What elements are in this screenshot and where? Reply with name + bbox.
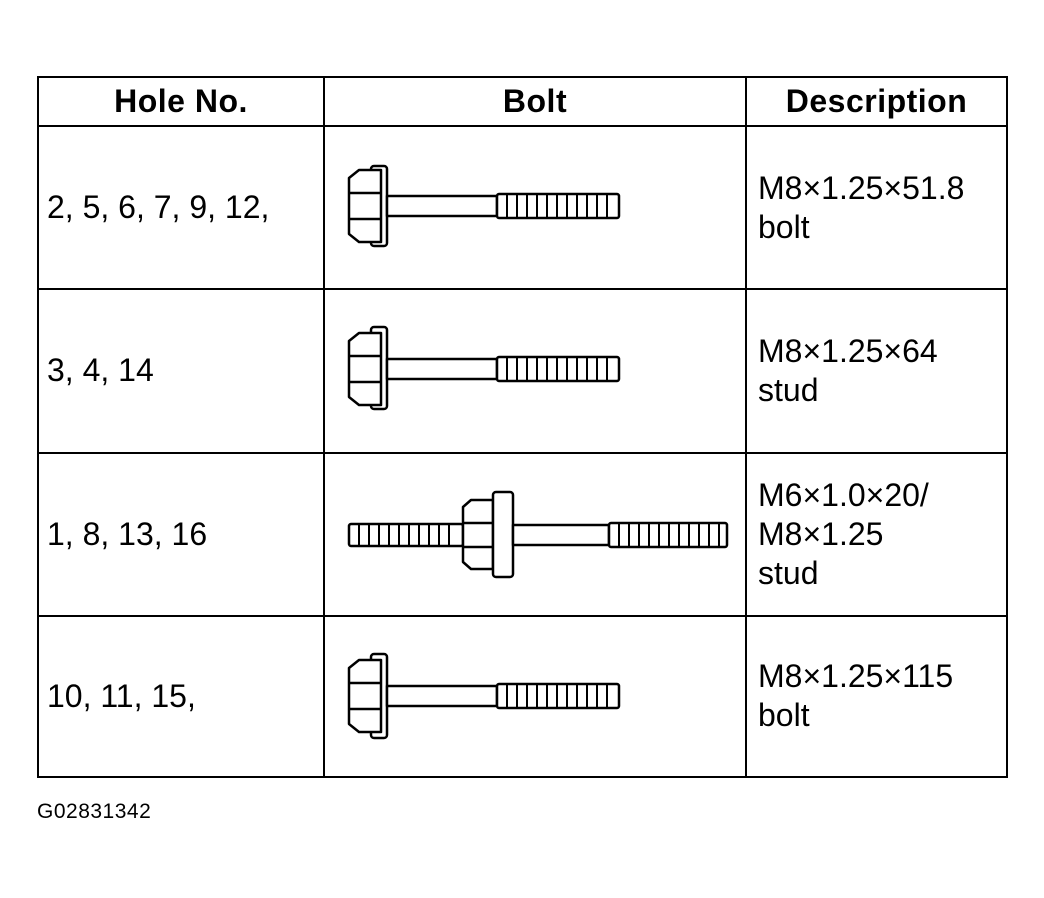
long-flange-bolt-icon bbox=[347, 652, 621, 740]
table-row: 1, 8, 13, 16 bbox=[37, 451, 1008, 617]
bolt-header: Bolt bbox=[323, 76, 747, 127]
flange-bolt-icon bbox=[347, 164, 621, 248]
description-cell: M8×1.25×64 stud bbox=[745, 288, 1008, 454]
description-cell: M8×1.25×51.8 bolt bbox=[745, 124, 1008, 291]
flange-stud-icon bbox=[347, 326, 621, 411]
double-ended-stud-icon bbox=[347, 490, 729, 578]
hole-number-header: Hole No. bbox=[37, 76, 325, 127]
bolt-drawing-cell bbox=[323, 451, 747, 617]
description-line: M6×1.0×20/ bbox=[758, 476, 929, 513]
figure-id-label: G02831342 bbox=[37, 800, 152, 823]
table-row: 3, 4, 14 bbox=[37, 288, 1008, 454]
table-row: 2, 5, 6, 7, 9, 12, bbox=[37, 124, 1008, 291]
description-line: M8×1.25 bbox=[758, 515, 884, 552]
description-line: stud bbox=[758, 371, 819, 408]
header-row: Hole No. Bolt Description bbox=[37, 76, 1008, 127]
hole-numbers-cell: 10, 11, 15, bbox=[37, 614, 325, 779]
description-line: bolt bbox=[758, 697, 810, 734]
hole-numbers-cell: 1, 8, 13, 16 bbox=[37, 451, 325, 617]
hole-numbers-cell: 2, 5, 6, 7, 9, 12, bbox=[37, 124, 325, 291]
description-line: stud bbox=[758, 554, 819, 591]
description-cell: M8×1.25×115 bolt bbox=[745, 614, 1008, 779]
bolt-drawing-cell bbox=[323, 124, 747, 291]
description-cell: M6×1.0×20/ M8×1.25 stud bbox=[745, 451, 1008, 617]
description-line: M8×1.25×51.8 bbox=[758, 169, 965, 206]
description-line: M8×1.25×115 bbox=[758, 658, 954, 695]
table-row: 10, 11, 15, bbox=[37, 614, 1008, 779]
bolt-drawing-cell bbox=[323, 288, 747, 454]
description-line: M8×1.25×64 bbox=[758, 332, 938, 369]
description-line: bolt bbox=[758, 208, 810, 245]
bolt-drawing-cell bbox=[323, 614, 747, 779]
description-header: Description bbox=[745, 76, 1008, 127]
hole-numbers-cell: 3, 4, 14 bbox=[37, 288, 325, 454]
bolt-reference-table: Hole No. Bolt Description 2, 5, 6, 7, 9,… bbox=[37, 76, 1008, 779]
